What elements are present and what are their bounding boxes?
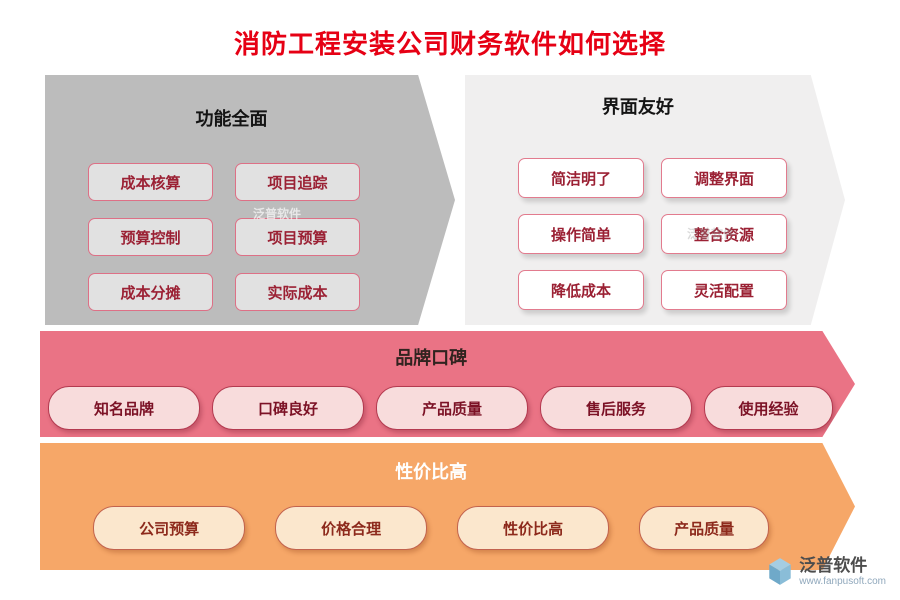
ui-tag-adjust-interface[interactable]: 调整界面 <box>661 158 787 198</box>
panel-ui-title: 界面友好 <box>601 97 674 117</box>
vendor-logo: 泛普软件 www.fanpusoft.com <box>767 556 886 592</box>
feature-tag-cost-accounting[interactable]: 成本核算 <box>88 163 213 201</box>
ui-tag-reduce-cost[interactable]: 降低成本 <box>518 270 644 310</box>
ui-tag-integrate-resources[interactable]: 整合资源 <box>661 214 787 254</box>
value-tag-reasonable-price[interactable]: 价格合理 <box>275 506 428 550</box>
feature-tag-budget-control[interactable]: 预算控制 <box>88 218 213 256</box>
panel-ui-friendly: 界面友好 简洁明了 调整界面 操作简单 整合资源 降低成本 灵活配置 泛普软件 <box>465 75 845 325</box>
panel-ui-grid: 简洁明了 调整界面 操作简单 整合资源 降低成本 灵活配置 <box>518 158 787 310</box>
band-brand-pills: 知名品牌 口碑良好 产品质量 售后服务 使用经验 <box>48 386 833 430</box>
feature-tag-project-budget[interactable]: 项目预算 <box>235 218 360 256</box>
feature-tag-cost-allocation[interactable]: 成本分摊 <box>88 273 213 311</box>
ui-tag-easy-operation[interactable]: 操作简单 <box>518 214 644 254</box>
fanpu-logo-icon <box>767 557 793 592</box>
ui-tag-flexible-config[interactable]: 灵活配置 <box>661 270 787 310</box>
brand-tag-product-quality[interactable]: 产品质量 <box>376 386 528 430</box>
feature-tag-project-tracking[interactable]: 项目追踪 <box>235 163 360 201</box>
vendor-logo-text: 泛普软件 www.fanpusoft.com <box>799 556 886 587</box>
value-tag-high-cost-performance[interactable]: 性价比高 <box>457 506 610 550</box>
brand-tag-good-reputation[interactable]: 口碑良好 <box>212 386 364 430</box>
panel-features: 功能全面 成本核算 项目追踪 预算控制 项目预算 成本分摊 实际成本 泛普软件 <box>45 75 455 325</box>
band-brand-title: 品牌口碑 <box>395 348 468 368</box>
panel-features-grid: 成本核算 项目追踪 预算控制 项目预算 成本分摊 实际成本 <box>88 163 360 311</box>
band-value-pills: 公司预算 价格合理 性价比高 产品质量 <box>40 506 822 550</box>
page-title: 消防工程安装公司财务软件如何选择 <box>233 29 666 59</box>
panel-features-title: 功能全面 <box>195 109 268 129</box>
value-tag-product-quality[interactable]: 产品质量 <box>639 506 770 550</box>
brand-tag-famous-brand[interactable]: 知名品牌 <box>48 386 200 430</box>
ui-tag-simple-clear[interactable]: 简洁明了 <box>518 158 644 198</box>
band-brand-reputation: 品牌口碑 知名品牌 口碑良好 产品质量 售后服务 使用经验 <box>40 331 855 437</box>
brand-tag-after-sales-service[interactable]: 售后服务 <box>540 386 692 430</box>
vendor-name: 泛普软件 <box>799 556 868 575</box>
brand-tag-user-experience[interactable]: 使用经验 <box>704 386 833 430</box>
band-cost-performance: 性价比高 公司预算 价格合理 性价比高 产品质量 <box>40 443 855 570</box>
vendor-url: www.fanpusoft.com <box>799 575 886 587</box>
feature-tag-actual-cost[interactable]: 实际成本 <box>235 273 360 311</box>
value-tag-company-budget[interactable]: 公司预算 <box>93 506 246 550</box>
band-value-title: 性价比高 <box>395 462 468 482</box>
